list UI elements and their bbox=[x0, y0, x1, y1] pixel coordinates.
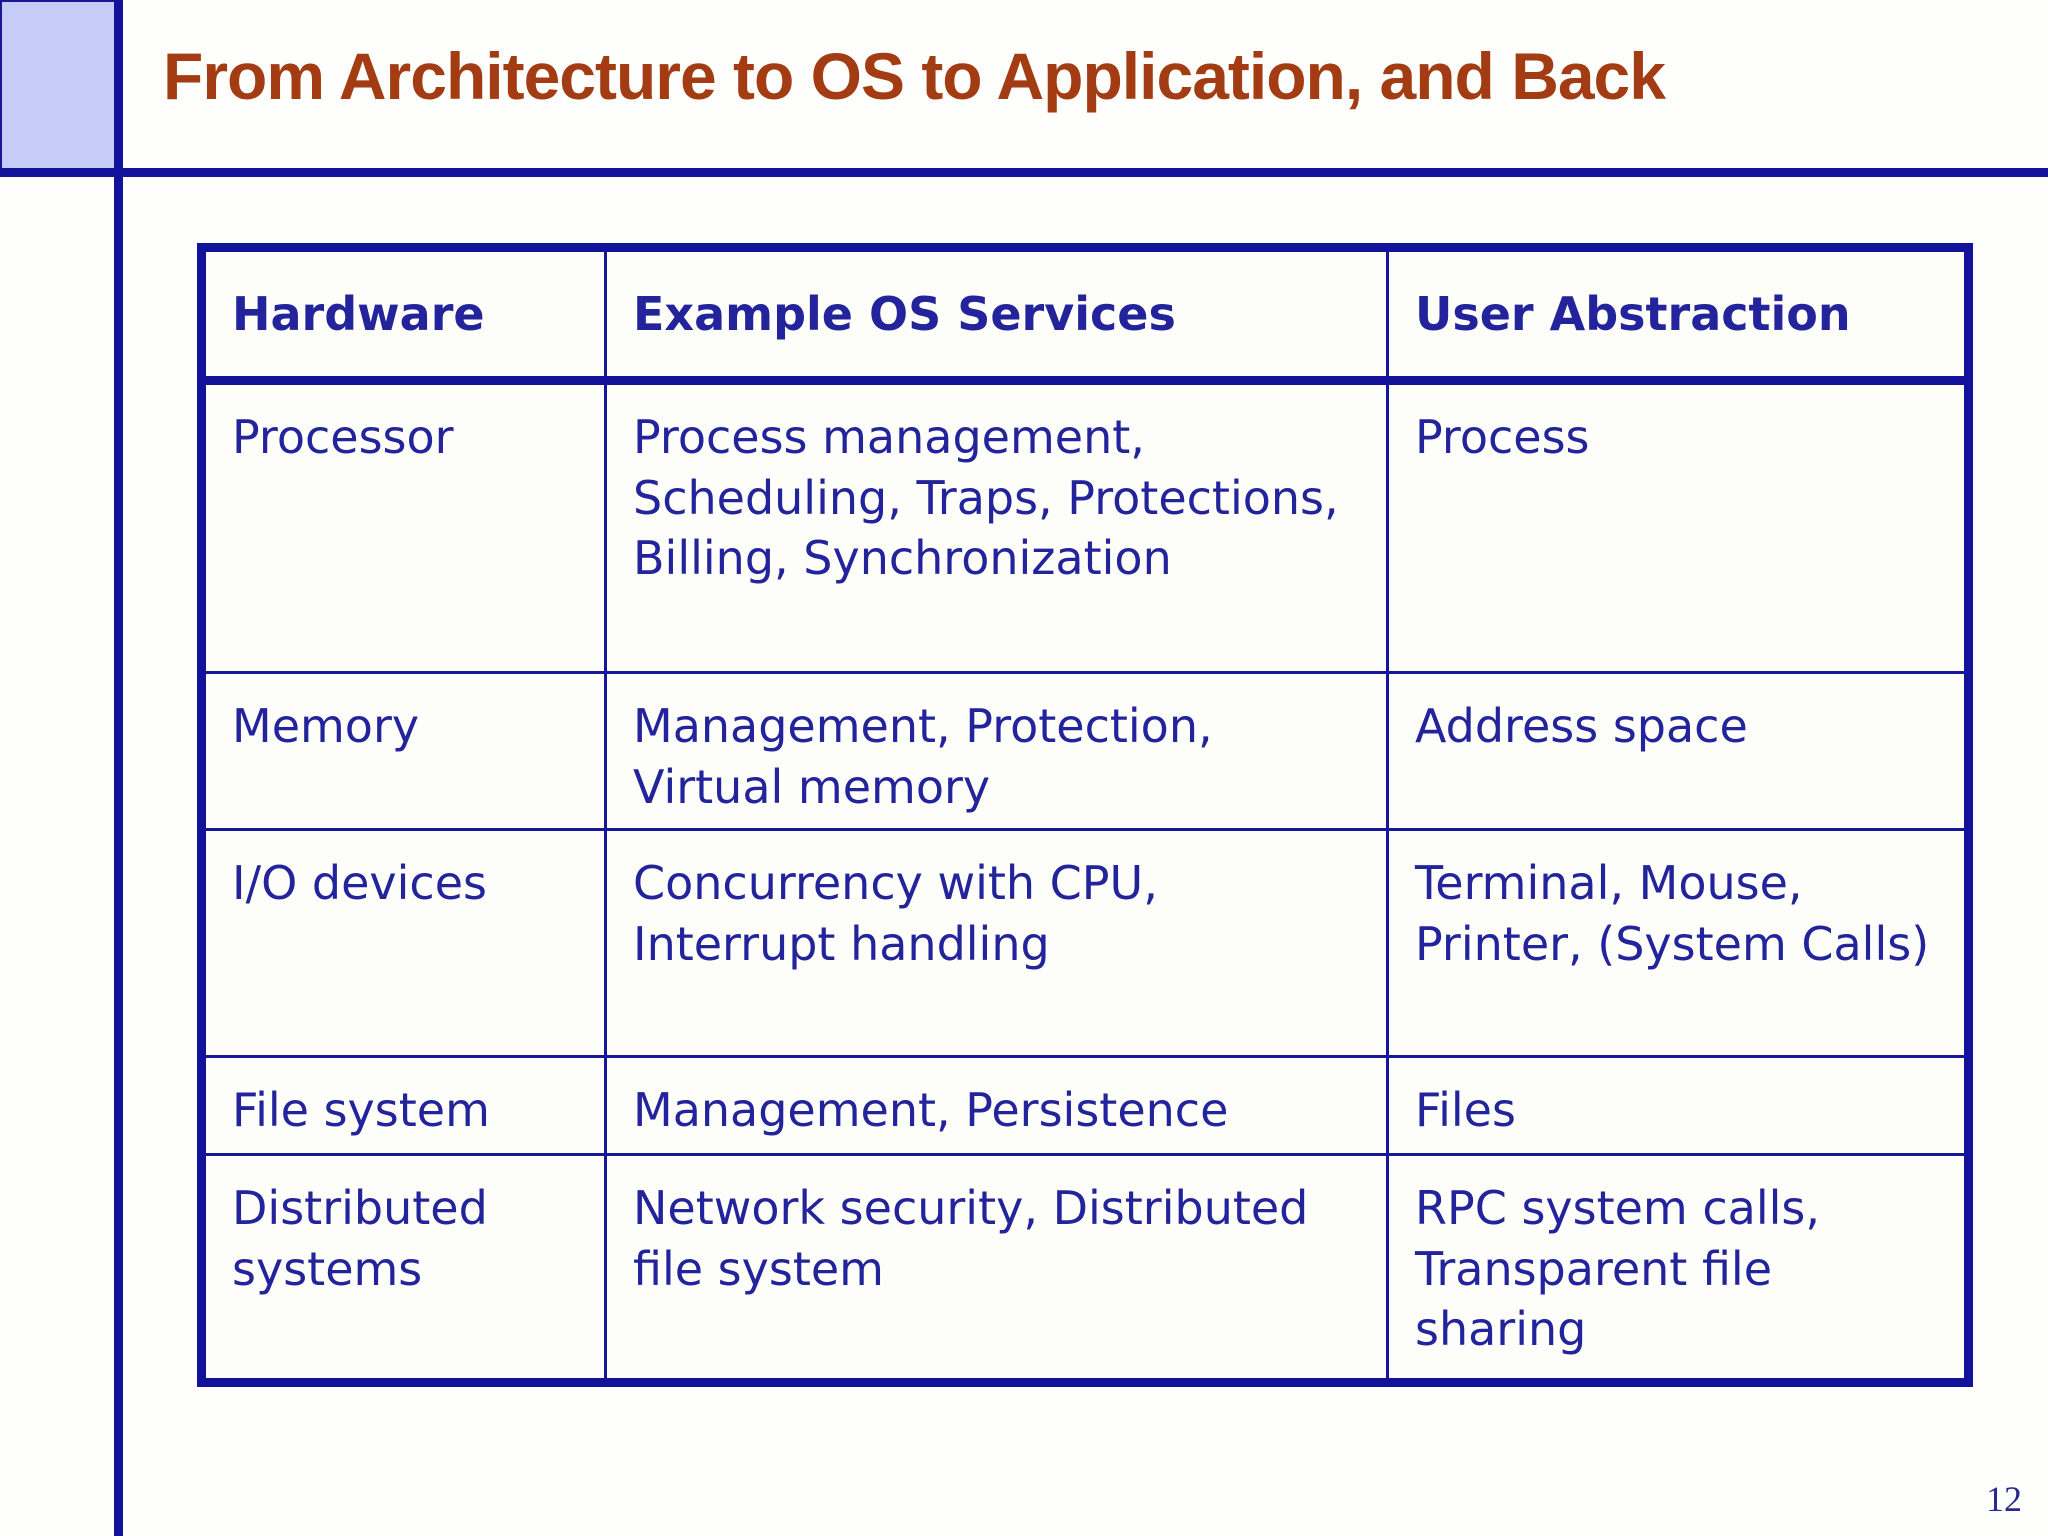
page-number: 12 bbox=[1986, 1479, 2022, 1519]
cell-hardware: Distributed systems bbox=[200, 1153, 607, 1384]
column-header-hardware: Hardware bbox=[200, 246, 607, 385]
cell-user-abstraction: Address space bbox=[1386, 671, 1970, 831]
cell-hardware: Memory bbox=[200, 671, 607, 831]
cell-os-services: Concurrency with CPU, Interrupt handling bbox=[604, 828, 1389, 1058]
hardware-os-abstraction-table: Hardware Example OS Services User Abstra… bbox=[197, 243, 1973, 1387]
cell-user-abstraction: Files bbox=[1386, 1055, 1970, 1156]
cell-hardware: I/O devices bbox=[200, 828, 607, 1058]
table-row-processor: Processor Process management, Scheduling… bbox=[200, 379, 1970, 674]
cell-os-services: Management, Protection, Virtual memory bbox=[604, 671, 1389, 831]
cell-os-services: Network security, Distributed file syste… bbox=[604, 1153, 1389, 1384]
cell-os-services: Process management, Scheduling, Traps, P… bbox=[604, 379, 1389, 674]
title-divider-rule bbox=[0, 168, 2048, 177]
table-row-file-system: File system Management, Persistence File… bbox=[200, 1055, 1970, 1156]
table-row-distributed-systems: Distributed systems Network security, Di… bbox=[200, 1153, 1970, 1384]
left-vertical-rule bbox=[114, 0, 123, 1536]
table-header-row: Hardware Example OS Services User Abstra… bbox=[200, 246, 1970, 385]
cell-hardware: Processor bbox=[200, 379, 607, 674]
cell-os-services: Management, Persistence bbox=[604, 1055, 1389, 1156]
cell-user-abstraction: RPC system calls, Transparent file shari… bbox=[1386, 1153, 1970, 1384]
table-row-io-devices: I/O devices Concurrency with CPU, Interr… bbox=[200, 828, 1970, 1058]
cell-user-abstraction: Process bbox=[1386, 379, 1970, 674]
corner-accent-square bbox=[0, 0, 118, 172]
cell-hardware: File system bbox=[200, 1055, 607, 1156]
table-row-memory: Memory Management, Protection, Virtual m… bbox=[200, 671, 1970, 831]
cell-user-abstraction: Terminal, Mouse, Printer, (System Calls) bbox=[1386, 828, 1970, 1058]
slide-title: From Architecture to OS to Application, … bbox=[163, 39, 1666, 113]
column-header-os-services: Example OS Services bbox=[604, 246, 1389, 385]
column-header-user-abstraction: User Abstraction bbox=[1386, 246, 1970, 385]
